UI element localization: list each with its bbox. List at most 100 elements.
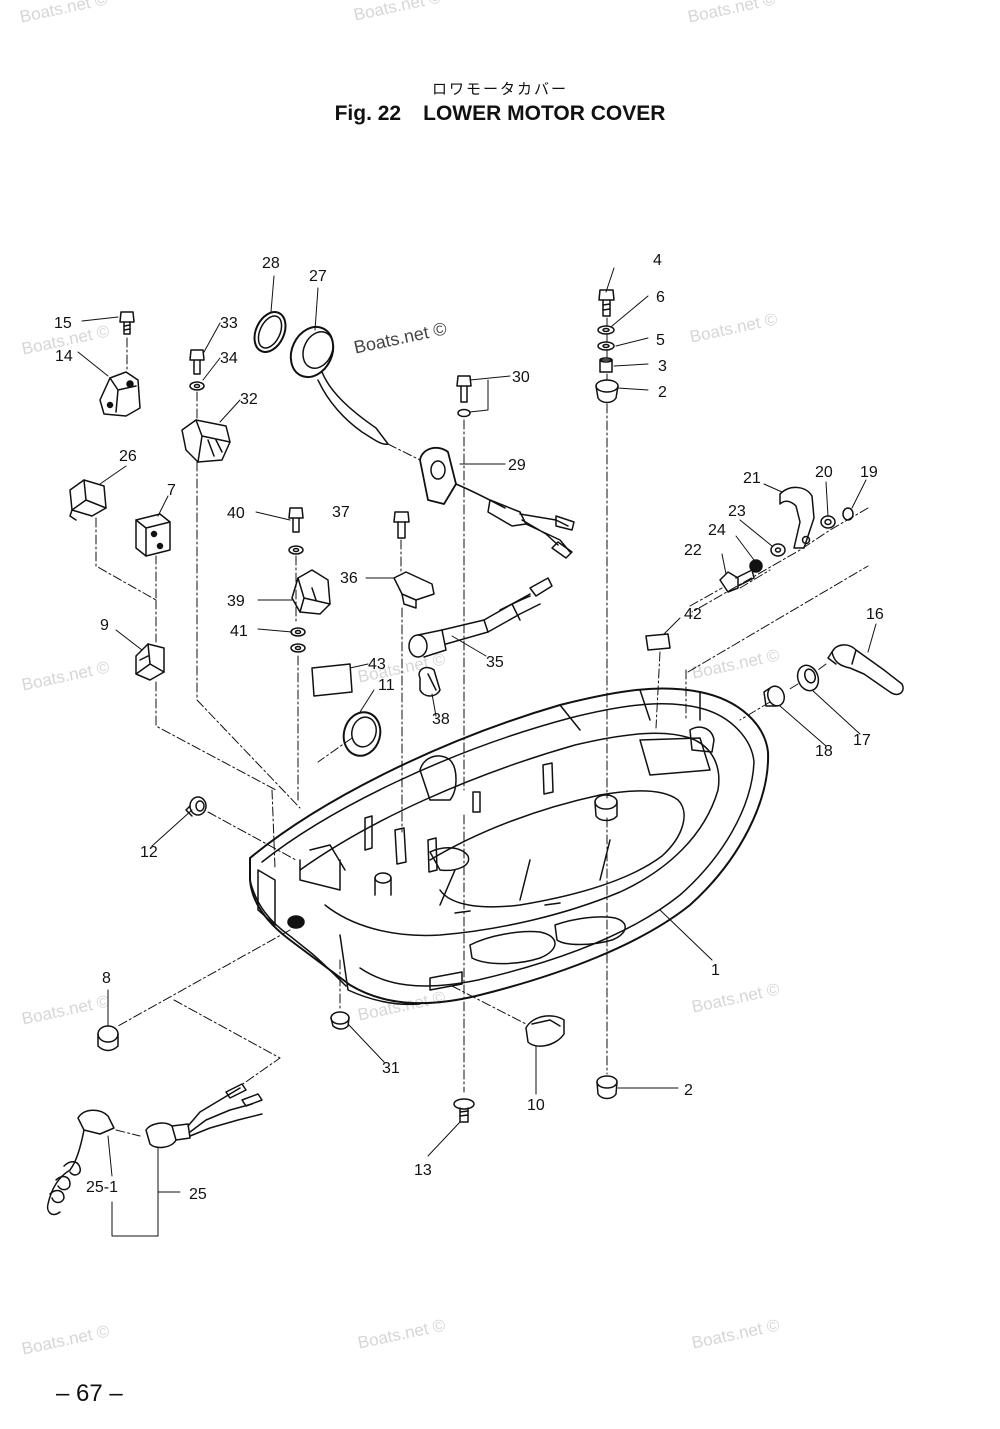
switch-part-35 xyxy=(408,577,553,658)
callout-8: 8 xyxy=(102,970,111,987)
bolt-part-33 xyxy=(189,349,205,375)
callout-12: 12 xyxy=(140,844,158,861)
label-part-43 xyxy=(311,663,353,697)
callout-40: 40 xyxy=(227,505,245,522)
bolt-part-40 xyxy=(288,507,304,555)
callout-labels: 1 2 2 3 4 5 6 7 8 9 10 11 12 13 14 15 16… xyxy=(54,252,884,1203)
bolt-part-30 xyxy=(456,375,472,418)
callout-38: 38 xyxy=(432,711,450,728)
lanyard-part-25-1 xyxy=(46,1109,115,1216)
clamp-part-32 xyxy=(181,419,231,463)
callout-42: 42 xyxy=(684,606,702,623)
callout-26: 26 xyxy=(119,448,137,465)
part-26 xyxy=(69,479,107,521)
callout-11: 11 xyxy=(378,677,395,694)
callout-37: 37 xyxy=(332,504,350,521)
callout-32: 32 xyxy=(240,391,258,408)
callout-19: 19 xyxy=(860,464,878,481)
washer-part-6 xyxy=(597,325,615,335)
callout-2-bottom: 2 xyxy=(684,1082,693,1099)
stop-switch-part-25 xyxy=(145,1083,263,1149)
callout-15: 15 xyxy=(54,315,72,332)
bracket-part-39 xyxy=(291,569,331,615)
bolt-part-22 xyxy=(719,569,755,593)
collar-part-17 xyxy=(796,664,820,692)
bracket-part-29 xyxy=(419,446,575,559)
callout-13: 13 xyxy=(414,1162,432,1179)
callout-3: 3 xyxy=(658,358,667,375)
callout-43: 43 xyxy=(368,656,386,673)
callout-31: 31 xyxy=(382,1060,400,1077)
nut-part-20 xyxy=(820,515,836,529)
bracket-part-36 xyxy=(393,571,435,609)
lower-motor-cover-part xyxy=(249,687,770,1006)
o-ring-part-28 xyxy=(253,311,287,353)
callout-39: 39 xyxy=(227,593,245,610)
callout-33: 33 xyxy=(220,315,238,332)
bolt-part-37 xyxy=(393,511,410,539)
washer-part-41 xyxy=(290,627,306,653)
callout-4: 4 xyxy=(653,252,662,269)
part-9 xyxy=(135,643,165,681)
grommet-part-27 xyxy=(289,325,389,446)
page-number: – 67 – xyxy=(56,1380,123,1407)
bolt-part-15 xyxy=(119,311,135,335)
callout-36: 36 xyxy=(340,570,358,587)
callout-14: 14 xyxy=(55,348,73,365)
washer-part-34 xyxy=(189,381,205,391)
plug-part-8 xyxy=(97,1025,119,1052)
callout-24: 24 xyxy=(708,522,726,539)
grommet-part-12 xyxy=(185,796,207,817)
grommet-part-2-top xyxy=(595,379,619,404)
callout-34: 34 xyxy=(220,350,238,367)
lever-part-21 xyxy=(779,486,815,549)
callout-41: 41 xyxy=(230,623,248,640)
callout-9: 9 xyxy=(100,617,109,634)
callout-21: 21 xyxy=(743,470,761,487)
figure-number: Fig. 22 xyxy=(334,102,402,125)
callout-35: 35 xyxy=(486,654,504,671)
part-7 xyxy=(135,513,171,557)
washer-part-5 xyxy=(597,341,615,351)
clip-part-38 xyxy=(418,666,441,697)
callout-1: 1 xyxy=(711,962,720,979)
japanese-title: ロワモータカバー xyxy=(431,80,568,98)
callout-18: 18 xyxy=(815,743,833,760)
callout-22: 22 xyxy=(684,542,702,559)
bracket-part-14 xyxy=(99,371,141,417)
bushing-part-18 xyxy=(763,685,786,707)
part-13 xyxy=(453,1098,475,1123)
part-10 xyxy=(525,1015,565,1047)
callout-30: 30 xyxy=(512,369,530,386)
collar-part-3 xyxy=(599,357,613,373)
handle-part-16 xyxy=(827,644,904,696)
grommet-part-31 xyxy=(330,1011,350,1030)
callout-25: 25 xyxy=(189,1186,207,1203)
callout-2-top: 2 xyxy=(658,384,667,401)
grommet-part-11 xyxy=(342,711,382,757)
figure-title: LOWER MOTOR COVER xyxy=(423,102,666,125)
callout-25-1: 25-1 xyxy=(86,1179,118,1196)
callout-28: 28 xyxy=(262,255,280,272)
callout-20: 20 xyxy=(815,464,833,481)
grommet-part-2-bottom xyxy=(596,1075,618,1100)
washer-part-24 xyxy=(749,559,763,573)
callout-16: 16 xyxy=(866,606,884,623)
callout-17: 17 xyxy=(853,732,871,749)
label-part-42 xyxy=(645,633,671,651)
callout-23: 23 xyxy=(728,503,746,520)
callout-29: 29 xyxy=(508,457,526,474)
bolt-part-4 xyxy=(598,289,615,317)
assembly-guide-lines xyxy=(95,317,869,1137)
callout-5: 5 xyxy=(656,332,665,349)
callout-leader-lines xyxy=(77,267,877,1237)
figure-title-line: Fig. 22 LOWER MOTOR COVER xyxy=(0,102,1000,126)
callout-27: 27 xyxy=(309,268,327,285)
washer-part-23 xyxy=(770,543,786,557)
callout-7: 7 xyxy=(167,482,176,499)
washer-part-19 xyxy=(842,507,854,521)
callout-10: 10 xyxy=(527,1097,545,1114)
callout-6: 6 xyxy=(656,289,665,306)
